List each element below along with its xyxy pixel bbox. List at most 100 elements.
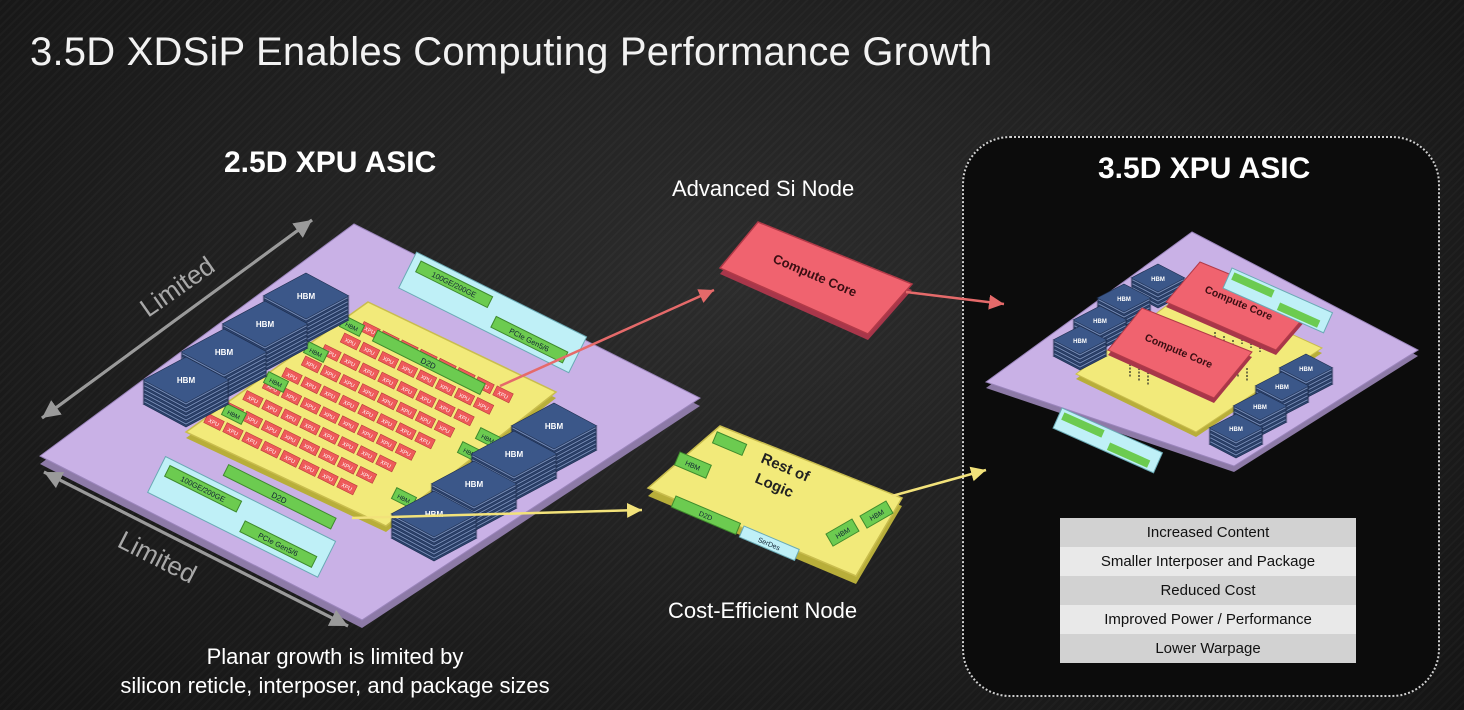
benefit-row: Reduced Cost [1060,576,1356,605]
xpu-label: XPU [438,384,451,394]
hbm-label: HBM [256,320,275,329]
xpu-label: XPU [399,407,412,417]
xpu-label: XPU [400,386,413,396]
arrow-to-compute-core [499,288,715,388]
hbm-label: HBM [297,292,316,301]
xpu-label: XPU [418,437,431,447]
xpu-core: XPU [355,466,378,484]
hbm-label: HBM [505,450,524,459]
xpu-label: XPU [381,377,394,387]
xpu-label: XPU [302,443,315,453]
xpu-label: XPU [342,379,355,389]
hbm-label: HBM [462,448,477,459]
hbm-io-block: HBM [262,371,290,393]
hbm-label: HBM [1299,367,1313,373]
xpu-label: XPU [341,420,354,430]
xpu-core: XPU [453,387,476,406]
xpu-core: XPU [358,362,380,381]
flow-arrows [351,288,1005,520]
xpu-core: XPU [492,385,514,404]
xpu-core: XPU [279,429,302,447]
compute-core-die-2 [1107,307,1253,399]
xpu-label: XPU [437,425,450,435]
xpu-core: XPU [319,364,342,383]
xpu-label: XPU [323,370,336,380]
xpu-label: XPU [245,416,258,426]
xpu-core: XPU [242,390,264,408]
xpu-label: XPU [476,402,489,412]
xpu-label: XPU [381,356,394,366]
xpu-core: XPU [337,415,360,434]
xpu-core: XPU [377,371,399,390]
hbm-label: HBM [1151,277,1165,283]
xpu-core: XPU [260,420,283,438]
xpu-core: XPU [376,392,399,411]
xpu-core: XPU [319,385,341,404]
xpu-core: XPU [357,403,379,422]
hbm-label: HBM [1093,319,1107,325]
xpu-label: XPU [379,460,392,470]
xpu-core: XPU [453,408,475,427]
xpu-core: XPU [318,426,340,445]
hbm-label: HBM [226,410,241,421]
xpu-core: XPU [299,397,322,415]
hbm-label: HBM [1253,405,1267,411]
compute-core-chiplet: Compute Core [718,221,914,340]
xpu-core: XPU [414,410,437,429]
xpu-core: XPU [338,374,361,392]
xpu-core: XPU [280,408,302,427]
hbm-label: HBM [1275,385,1289,391]
limited-label-top: Limited [134,250,220,323]
rol-hbm-bottom: HBM [825,518,860,547]
hbm-stacks: HBM HBM HBM HBM HBM HBM HBM HBM [142,272,598,562]
xpu-core: XPU [261,399,283,418]
xpu-core: XPU [396,380,418,399]
xpu-label: XPU [342,400,355,410]
hbm-label: HBM [545,422,564,431]
xpu-core: XPU [337,436,359,454]
xpu-core: XPU [394,443,417,461]
xpu-core: XPU [222,422,244,441]
xpu-core: XPU [338,394,360,413]
xpu-label: XPU [324,349,337,359]
xpu-label: XPU [303,402,316,412]
xpu-label: XPU [343,358,356,368]
xpu-label: XPU [341,441,354,451]
caption-line-1: Planar growth is limited by [206,644,464,669]
xpu-core: XPU [377,351,400,369]
xpu-label: XPU [207,418,220,428]
xpu-label: XPU [304,381,317,391]
xpu-label: XPU [457,393,470,403]
xpu-core: XPU [395,401,418,420]
rol-io-top [711,431,748,457]
xpu-label: XPU [360,430,373,440]
xpu-label: XPU [419,374,432,384]
d2d-block-bottom: D2D [222,463,337,530]
xpu-core: XPU [339,332,362,351]
xpu-label: XPU [496,391,509,401]
hbm-label: HBM [396,494,411,505]
rol-hbm-left: HBM [673,451,712,479]
xpu-label: XPU [419,395,432,405]
xpu-label: XPU [265,384,278,394]
2-5d-package: XPUXPUXPUXPUXPUXPUXPUXPUXPUXPUXPUXPUXPUX… [39,223,701,628]
benefits-table: Increased Content Smaller Interposer and… [1060,518,1356,663]
xpu-label: XPU [400,365,413,375]
xpu-core: XPU [434,378,457,397]
xpu-label: XPU [399,427,412,437]
hbm-label: HBM [465,480,484,489]
hbm-label: HBM [308,348,323,359]
arrow-to-rest-of-logic [351,502,643,520]
xpu-core: XPU [414,431,436,450]
xpu-core-grid: XPUXPUXPUXPUXPUXPUXPUXPUXPUXPUXPUXPUXPUX… [203,315,514,509]
xpu-label: XPU [283,434,296,444]
xpu-core: XPU [339,353,361,372]
xpu-label: XPU [264,425,277,435]
xpu-label: XPU [362,347,375,357]
xpu-core: XPU [300,376,322,395]
xpu-label: XPU [340,483,353,493]
xpu-core: XPU [356,424,379,443]
xpu-label: XPU [380,418,393,428]
